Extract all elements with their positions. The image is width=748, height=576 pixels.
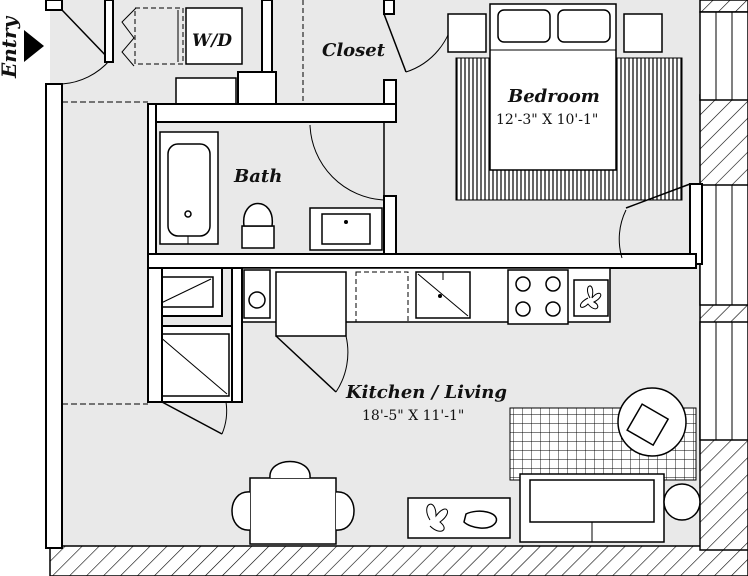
window-right-lower	[699, 321, 748, 441]
armchair	[617, 387, 687, 457]
plant-icon	[573, 279, 609, 317]
exterior-wall-right-top	[699, 0, 748, 13]
coffee-table	[407, 497, 511, 539]
bedroom-label: Bedroom	[507, 86, 600, 107]
dining-table	[249, 477, 337, 545]
chair-icon	[231, 460, 355, 531]
bath-sink	[309, 207, 383, 251]
dishwasher	[355, 271, 409, 323]
bedroom-dims: 12'-3" X 10'-1"	[496, 112, 598, 128]
nightstand-left	[447, 13, 487, 53]
bed	[489, 3, 617, 171]
bath-wall-top	[147, 103, 397, 123]
bath-wall-right	[383, 195, 397, 255]
side-table	[663, 483, 701, 521]
window-right-upper	[699, 11, 748, 101]
exterior-wall-bottom	[49, 545, 748, 576]
bathtub	[159, 131, 219, 245]
stove	[507, 269, 569, 325]
closet-label: Closet	[322, 40, 386, 61]
window-right-middle	[699, 184, 748, 306]
nightstand-right	[623, 13, 663, 53]
stove-burner-icon	[515, 276, 531, 292]
wall-closet-bedroom	[383, 0, 395, 15]
laundry-bifold-door[interactable]	[121, 7, 137, 67]
kitchen-dims: 18'-5" X 11'-1"	[362, 408, 464, 424]
bath-wall-left	[147, 103, 157, 265]
fridge-door[interactable]	[275, 335, 349, 393]
left-wall	[45, 83, 63, 549]
fridge	[275, 271, 347, 337]
wall-wd-closet	[261, 0, 273, 73]
wd-label: W/D	[192, 31, 232, 51]
storage-box-1	[154, 276, 214, 308]
kitchen-sink	[415, 271, 471, 319]
sofa	[519, 473, 665, 543]
bath-label: Bath	[233, 166, 282, 187]
entry-door[interactable]	[61, 9, 111, 85]
top-wall-laundry	[104, 0, 114, 63]
storage-door[interactable]	[161, 401, 228, 435]
wall-bedroom-right-stub	[689, 183, 703, 265]
bedroom-door[interactable]	[618, 183, 691, 259]
kitchen-label: Kitchen / Living	[345, 382, 507, 403]
entry-label: Entry	[0, 15, 21, 79]
bath-kitchen-wall	[147, 253, 697, 269]
toilet	[241, 202, 275, 249]
bath-door[interactable]	[309, 122, 385, 201]
entry-arrow-icon	[24, 30, 44, 62]
left-wall-top	[45, 0, 63, 11]
